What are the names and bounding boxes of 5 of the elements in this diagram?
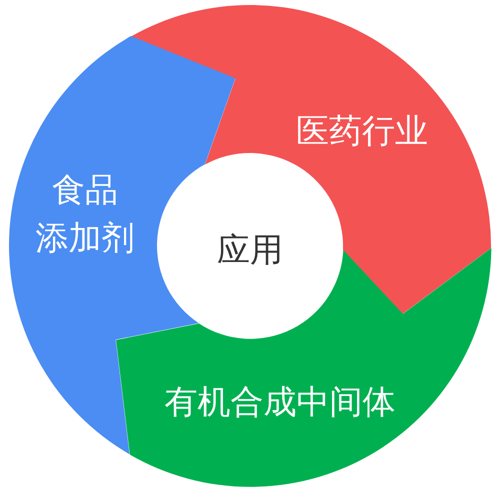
segment-label: 医药行业 (296, 110, 428, 152)
center-label: 应用 (217, 226, 283, 274)
segment-label: 有机合成中间体 (164, 380, 396, 423)
segment-label: 食品添加剂 (35, 168, 134, 259)
arrow-segment (130, 4, 491, 314)
